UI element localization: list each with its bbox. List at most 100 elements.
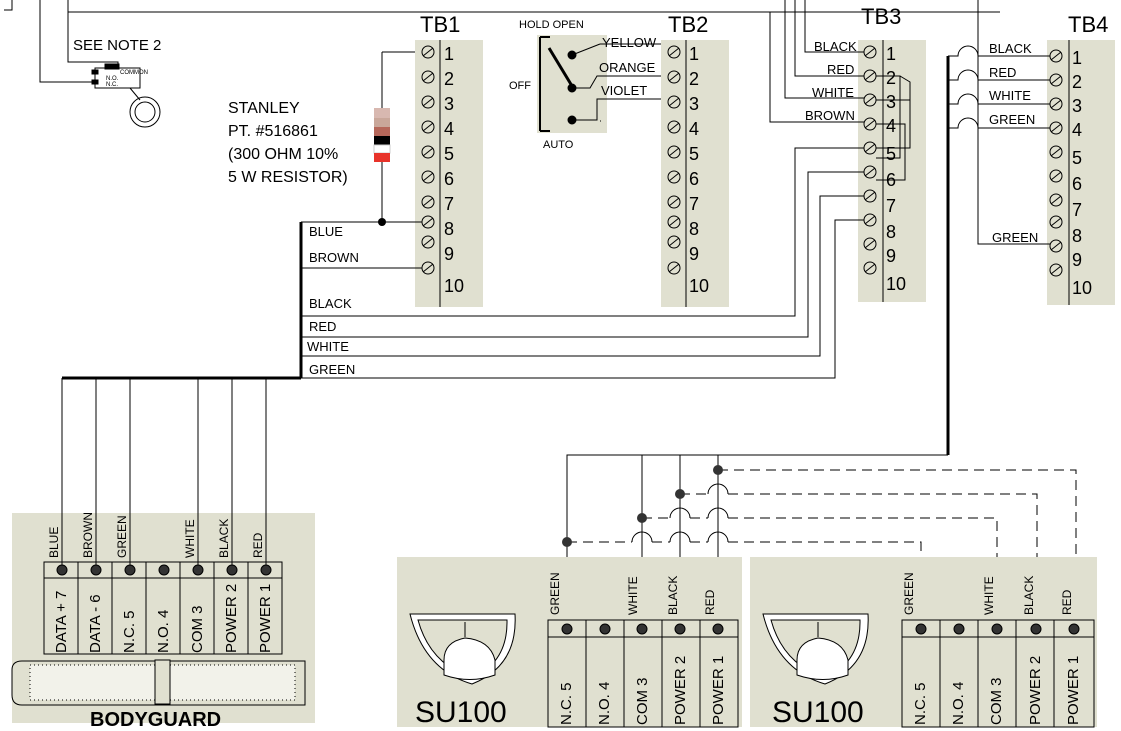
bodyguard-pins <box>56 564 272 576</box>
tb2-terminal: 7 <box>689 194 699 214</box>
resistor-label-line4: 5 W RESISTOR) <box>228 169 348 186</box>
switch-contact-no: N.O. <box>106 76 119 82</box>
tb2-title: TB2 <box>668 12 708 37</box>
tb2-terminal: 9 <box>689 244 699 264</box>
su100-b-pin-label: N.O. 4 <box>950 682 967 725</box>
bus-wire-label: RED <box>309 319 336 334</box>
su100-b-pin-label: N.C. 5 <box>912 682 929 725</box>
tb1-title: TB1 <box>420 12 460 37</box>
tb2-terminal: 4 <box>689 119 699 139</box>
su100-a-pin-label: COM 3 <box>634 677 651 725</box>
bodyguard-wire-color: WHITE <box>183 519 197 558</box>
tb2-terminal: 6 <box>689 169 699 189</box>
su100-b-wire-color: RED <box>1060 589 1074 615</box>
tb1-terminal: 2 <box>444 69 454 89</box>
bodyguard-pin-label: DATA - 6 <box>87 594 104 653</box>
switch-contact-nc: N.C. <box>106 82 118 88</box>
tb4-wires <box>946 0 1050 455</box>
tb3-block <box>858 40 926 302</box>
tb1-terminal: 9 <box>444 244 454 264</box>
tb4-terminal: 4 <box>1072 120 1082 140</box>
tb2-terminal: 8 <box>689 219 699 239</box>
su100-a-pin-label: POWER 1 <box>710 656 727 725</box>
su100-b-pin-label: POWER 1 <box>1065 656 1082 725</box>
tb4-terminal: 2 <box>1072 72 1082 92</box>
keyswitch-auto: AUTO <box>543 139 574 151</box>
tb2-terminal: 10 <box>689 276 709 296</box>
tb4-terminal: 1 <box>1072 48 1082 68</box>
bodyguard-wire-color: RED <box>251 532 265 558</box>
tb4-terminal: 10 <box>1072 278 1092 298</box>
tb2-wire-label: YELLOW <box>602 35 657 50</box>
su100-a-wire-color: GREEN <box>548 572 562 615</box>
tb4-block <box>1047 40 1115 305</box>
bodyguard-wire-color: BLACK <box>217 519 231 558</box>
tb3-wire-label: BROWN <box>805 108 855 123</box>
bodyguard-pin-label: COM 3 <box>189 605 206 653</box>
su100-a-wire-color: WHITE <box>626 576 640 615</box>
su100-a-title: SU100 <box>415 696 507 729</box>
su100-a-unit <box>397 557 742 728</box>
su100-b-unit <box>750 557 1097 728</box>
su100-a-pin-label: N.C. 5 <box>558 682 575 725</box>
tb2-terminal: 1 <box>689 44 699 64</box>
tb4-terminal: 6 <box>1072 174 1082 194</box>
tb3-terminal: 7 <box>886 196 896 216</box>
tb4-wire-label: GREEN <box>989 112 1035 127</box>
tb1-terminal: 10 <box>444 276 464 296</box>
bodyguard-wires <box>61 378 267 570</box>
tb4-terminal: 3 <box>1072 96 1082 116</box>
bodyguard-wire-color: BLUE <box>47 527 61 558</box>
see-note-label: SEE NOTE 2 <box>73 37 161 54</box>
tb4-terminal: 7 <box>1072 200 1082 220</box>
bodyguard-title: BODYGUARD <box>90 709 221 731</box>
tb4-wire-label: RED <box>989 65 1016 80</box>
su100-b-pin-label: POWER 2 <box>1027 656 1044 725</box>
tb3-wires <box>68 0 911 181</box>
su100-a-wire-color: RED <box>703 589 717 615</box>
resistor <box>373 51 428 226</box>
resistor-label-line1: STANLEY <box>228 100 300 117</box>
bodyguard-pin-label: POWER 1 <box>257 584 274 653</box>
key-switch <box>537 35 668 133</box>
su100-a-pin-label: N.O. 4 <box>596 682 613 725</box>
tb3-terminal: 8 <box>886 222 896 242</box>
bodyguard-pin-label: POWER 2 <box>223 584 240 653</box>
tb2-terminal: 5 <box>689 144 699 164</box>
bodyguard-wire-color: GREEN <box>115 515 129 558</box>
tb3-terminal: 3 <box>886 92 896 112</box>
tb1-wire-label: BLUE <box>309 224 343 239</box>
tb3-terminal: 10 <box>886 274 906 294</box>
tb3-terminal: 4 <box>886 116 896 136</box>
su100-a-wire-color: BLACK <box>666 576 680 615</box>
tb3-terminal: 9 <box>886 246 896 266</box>
tb1-screws <box>421 45 435 275</box>
tb1-terminal: 3 <box>444 94 454 114</box>
bus-wires <box>62 147 864 380</box>
bus-wire-label: WHITE <box>307 339 349 354</box>
tb3-wire-label: RED <box>827 62 854 77</box>
su100-b-pin-label: COM 3 <box>988 677 1005 725</box>
bus-wire-label: BLACK <box>309 296 352 311</box>
su100-junctions <box>562 465 723 547</box>
tb4-wire-label: GREEN <box>992 230 1038 245</box>
tb3-wire-label: WHITE <box>812 85 854 100</box>
tb4-title: TB4 <box>1068 12 1108 37</box>
tb4-terminal: 5 <box>1072 148 1082 168</box>
keyswitch-hold-open: HOLD OPEN <box>519 19 584 31</box>
bodyguard-wire-color: BROWN <box>81 512 95 558</box>
tb3-terminal: 2 <box>886 68 896 88</box>
su100-a-pin-label: POWER 2 <box>672 656 689 725</box>
tb4-wire-label: WHITE <box>989 88 1031 103</box>
tb1-terminal: 8 <box>444 219 454 239</box>
resistor-label-line3: (300 OHM 10% <box>228 146 338 163</box>
tb2-screws <box>667 45 681 275</box>
bodyguard-pin-label: N.O. 4 <box>155 610 172 653</box>
tb1-terminal: 6 <box>444 169 454 189</box>
tb3-terminal: 1 <box>886 44 896 64</box>
tb1-terminal: 1 <box>444 44 454 64</box>
resistor-label-line2: PT. #516861 <box>228 123 318 140</box>
tb3-title: TB3 <box>861 4 901 29</box>
su100-b-wire-color: BLACK <box>1022 576 1036 615</box>
bus-wire-label: GREEN <box>309 362 355 377</box>
